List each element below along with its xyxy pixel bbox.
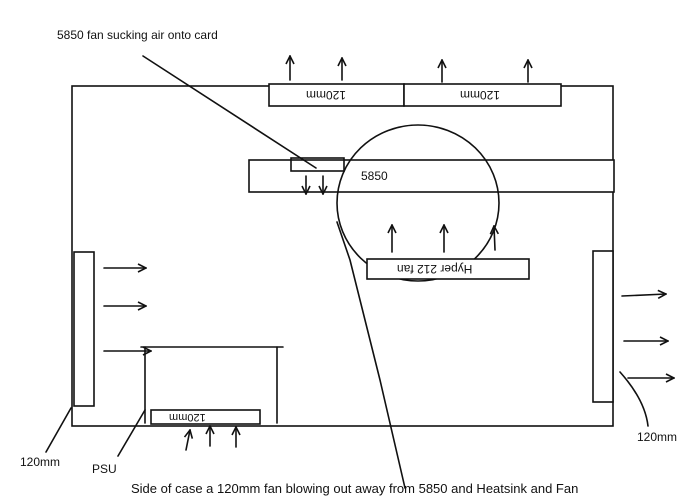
arrow-right xyxy=(621,294,666,296)
gpu-fan-box xyxy=(290,157,345,172)
gpu-card xyxy=(248,159,615,193)
left-fan-label: 120mm xyxy=(20,455,61,469)
top-fan-left-label: 120mm xyxy=(306,88,347,102)
right-fan-leader xyxy=(619,371,649,427)
cpu-fan-box xyxy=(366,258,530,280)
left-fan-leader xyxy=(45,407,72,453)
arrow-up xyxy=(494,226,495,251)
fan-note-leader xyxy=(142,55,317,169)
psu-label: PSU xyxy=(92,462,117,476)
cpu-fan-label: Hyper 212 fan xyxy=(397,262,473,276)
case-outline xyxy=(71,85,614,427)
right-fan-box xyxy=(592,250,614,403)
psu-fan-box xyxy=(150,409,261,425)
top-fan-right-label: 120mm xyxy=(460,88,501,102)
arrow-up xyxy=(186,430,190,451)
right-fan-label: 120mm xyxy=(637,430,678,444)
psu-leader xyxy=(117,409,146,457)
psu-fan-label: 120mm xyxy=(169,411,206,423)
top-fan-right-box xyxy=(403,83,562,107)
side-note-label: Side of case a 120mm fan blowing out awa… xyxy=(131,481,579,496)
side-note-leader xyxy=(336,221,406,489)
left-fan-box xyxy=(73,251,95,407)
fan-note-label: 5850 fan sucking air onto card xyxy=(57,28,218,42)
cpu-cooler-circle xyxy=(336,124,500,282)
gpu-label: 5850 xyxy=(361,169,388,183)
